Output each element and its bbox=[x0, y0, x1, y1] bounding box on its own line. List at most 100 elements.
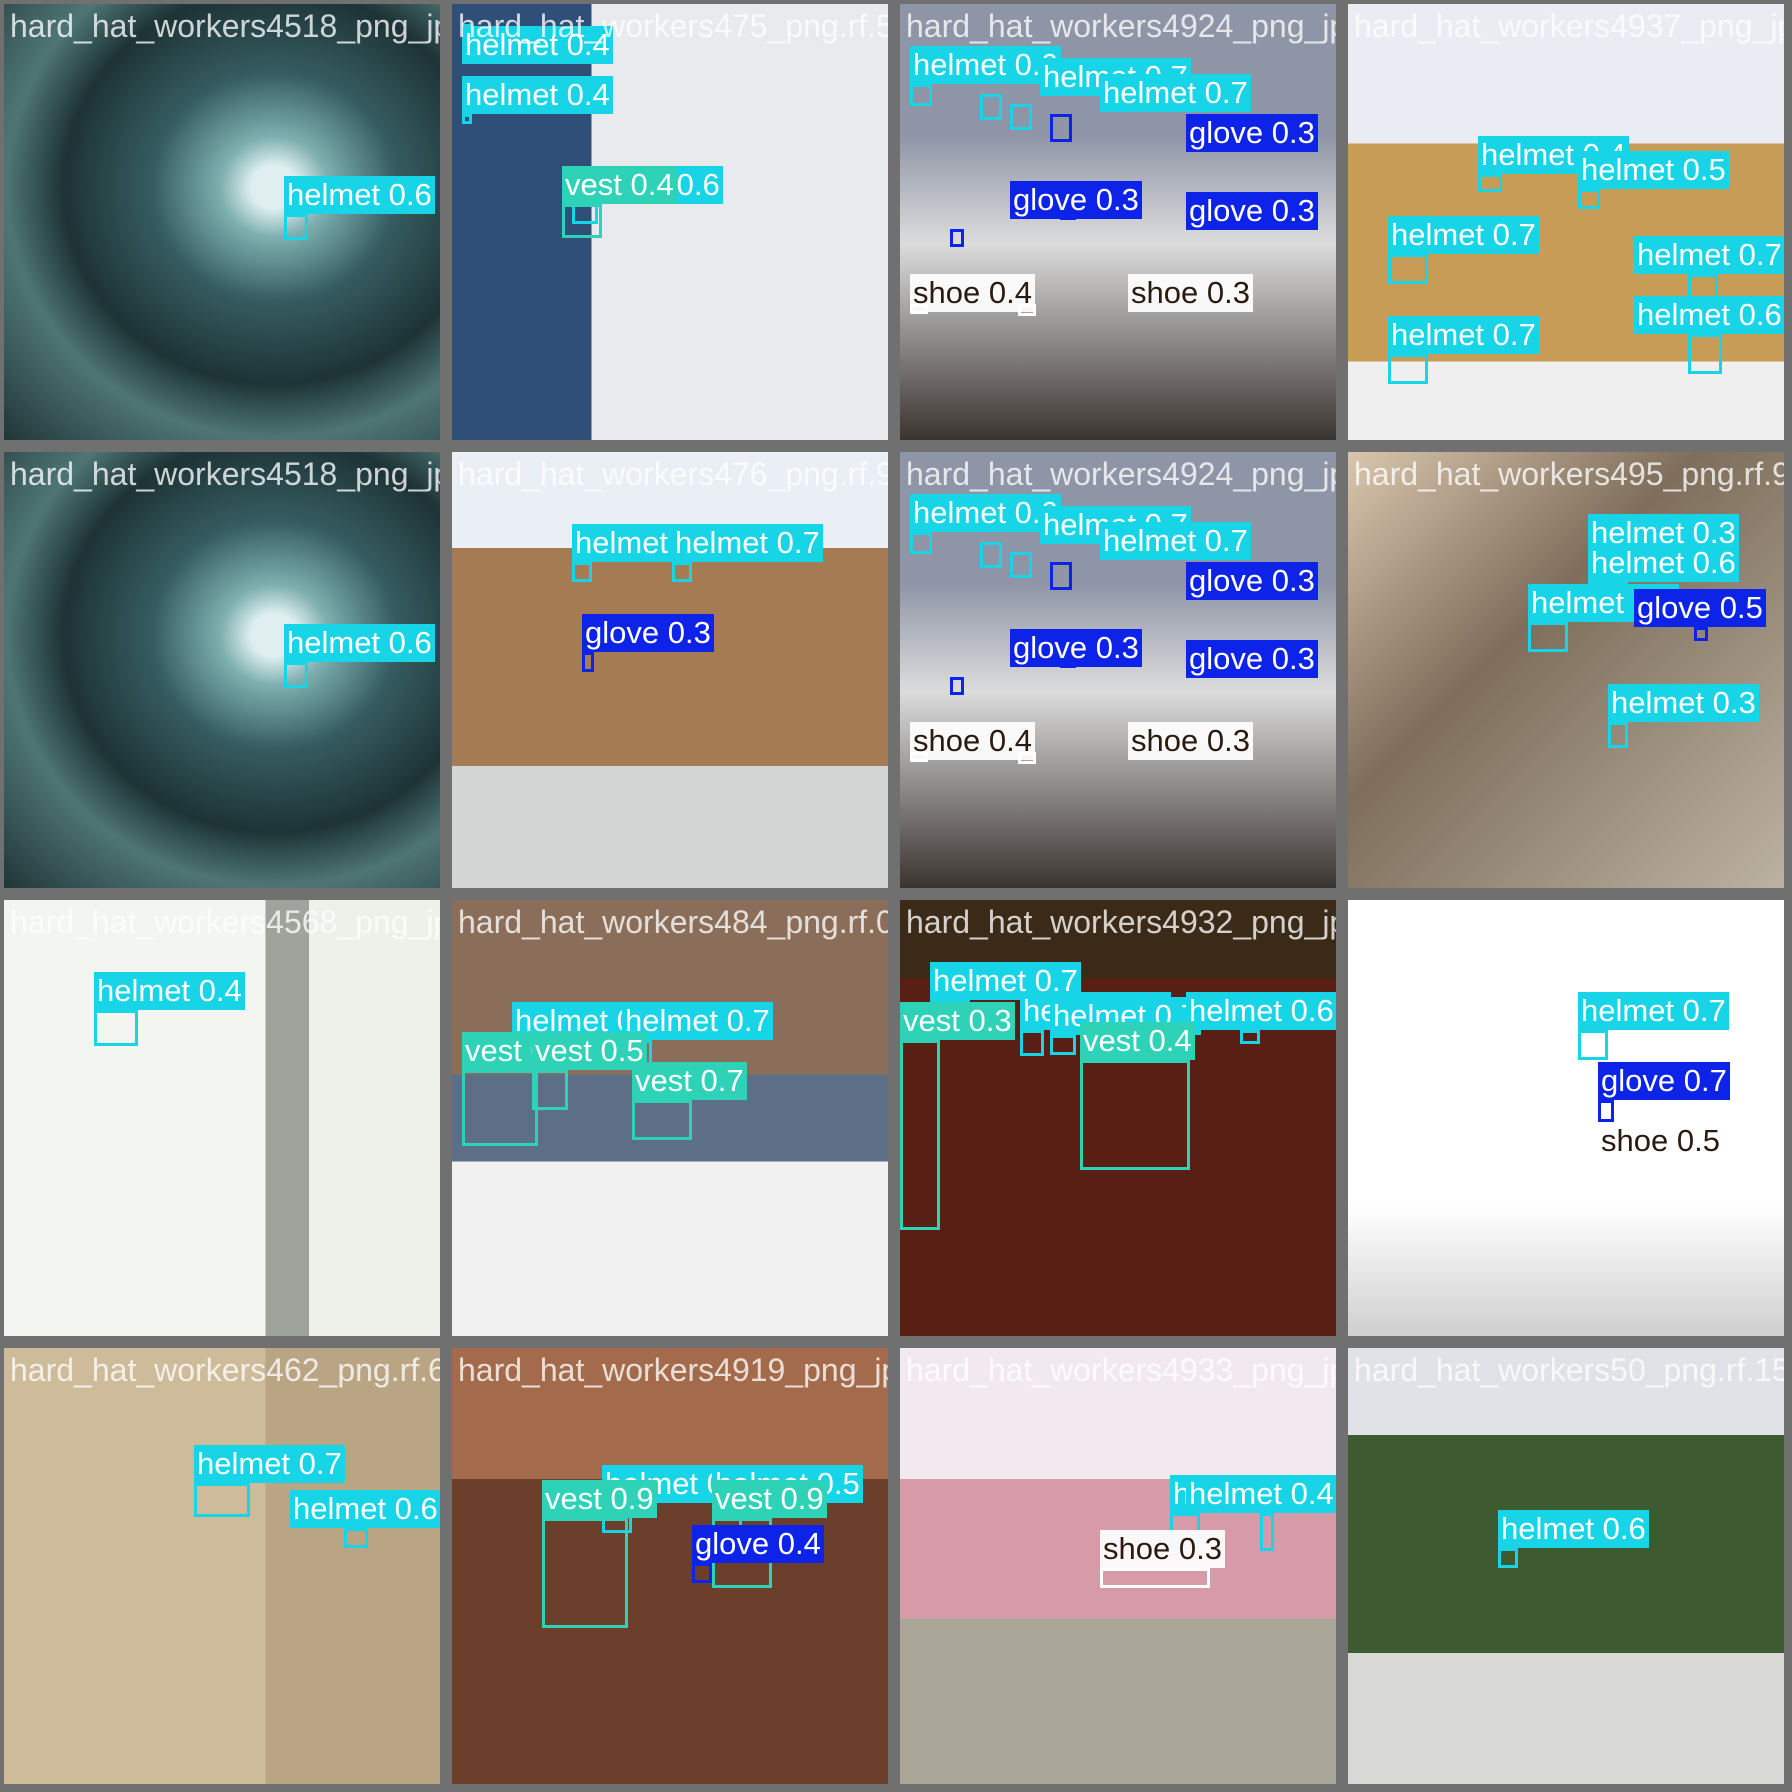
helmet-detection-label: helmet 0.6 bbox=[1498, 1510, 1649, 1548]
shoe-bounding-box bbox=[1598, 1160, 1628, 1180]
glove-detection-label: glove 0.4 bbox=[692, 1525, 824, 1563]
vest-detection-label: vest 0.9 bbox=[712, 1480, 827, 1518]
glove-detection-label: glove 0.3 bbox=[1010, 629, 1142, 667]
helmet-detection-label: helmet 0.7 bbox=[622, 1002, 773, 1040]
helmet-bounding-box bbox=[980, 94, 1002, 120]
vest-detection-label: vest 0.9 bbox=[542, 1480, 657, 1518]
helmet-detection-label: helmet 0.7 bbox=[1578, 992, 1729, 1030]
glove-bounding-box bbox=[950, 229, 964, 247]
shoe-detection-label: shoe 0.4 bbox=[910, 722, 1035, 760]
shoe-detection-label: shoe 0.5 bbox=[1598, 1122, 1723, 1160]
shoe-detection-label: shoe 0.3 bbox=[1100, 1530, 1225, 1568]
vest-bounding-box bbox=[562, 204, 602, 238]
helmet-bounding-box bbox=[1010, 104, 1032, 130]
helmet-detection-label: helmet 0.7 bbox=[1100, 522, 1251, 560]
vest-detection-label: vest 0.4 bbox=[1080, 1022, 1195, 1060]
helmet-detection-label: helmet 0.6 bbox=[284, 624, 435, 662]
helmet-bounding-box bbox=[672, 562, 692, 582]
helmet-detection-label: helmet 0.7 bbox=[1388, 316, 1539, 354]
glove-detection-label: glove 0.3 bbox=[582, 614, 714, 652]
glove-bounding-box bbox=[692, 1563, 712, 1583]
vest-detection-label: vest 0.4 bbox=[562, 166, 677, 204]
vest-bounding-box bbox=[462, 1070, 538, 1146]
vest-detection-label: vest 0.7 bbox=[632, 1062, 747, 1100]
vest-bounding-box bbox=[632, 1100, 692, 1140]
tile-photo bbox=[4, 452, 440, 888]
shoe-bounding-box bbox=[1018, 752, 1036, 764]
helmet-bounding-box bbox=[344, 1528, 368, 1548]
helmet-bounding-box bbox=[910, 532, 932, 554]
glove-detection-label: glove 0.5 bbox=[1634, 589, 1766, 627]
helmet-bounding-box bbox=[572, 562, 592, 582]
vest-bounding-box bbox=[1080, 1060, 1190, 1170]
helmet-bounding-box bbox=[1578, 189, 1600, 209]
helmet-detection-label: helmet 0.7 bbox=[194, 1445, 345, 1483]
helmet-detection-label: helmet 0.7 bbox=[1634, 236, 1784, 274]
helmet-bounding-box bbox=[980, 542, 1002, 568]
helmet-detection-label: helmet 0.6 bbox=[1634, 296, 1784, 334]
helmet-bounding-box bbox=[1608, 722, 1628, 748]
helmet-detection-label: helmet 0.6 bbox=[910, 46, 1061, 84]
tile-photo bbox=[452, 900, 888, 1336]
helmet-detection-label: helmet 0.7 bbox=[1388, 216, 1539, 254]
tile-photo bbox=[4, 4, 440, 440]
vest-detection-label: vest 0.5 bbox=[532, 1032, 647, 1070]
helmet-detection-label: helmet 0.6 bbox=[910, 494, 1061, 532]
helmet-bounding-box bbox=[194, 1483, 250, 1517]
helmet-bounding-box bbox=[1050, 1035, 1076, 1055]
shoe-bounding-box bbox=[1100, 1568, 1210, 1588]
vest-bounding-box bbox=[900, 1040, 940, 1230]
mosaic-tile: helmet 0.6hard_hat_workers4518_png_jpg.r… bbox=[4, 452, 440, 888]
tile-photo bbox=[1348, 1348, 1784, 1784]
shoe-bounding-box bbox=[1018, 304, 1036, 316]
glove-detection-label: glove 0.3 bbox=[1186, 640, 1318, 678]
glove-detection-label: glove 0.3 bbox=[1010, 181, 1142, 219]
vest-detection-label: vest 0.3 bbox=[900, 1002, 1015, 1040]
helmet-bounding-box bbox=[1388, 254, 1428, 284]
helmet-bounding-box bbox=[284, 214, 308, 240]
glove-detection-label: glove 0.3 bbox=[1186, 192, 1318, 230]
helmet-bounding-box bbox=[1020, 1030, 1044, 1056]
helmet-detection-label: helmet 0.4 bbox=[1186, 1475, 1336, 1513]
glove-bounding-box bbox=[950, 677, 964, 695]
glove-bounding-box bbox=[582, 652, 594, 672]
helmet-detection-label: helmet 0.5 bbox=[1578, 151, 1729, 189]
vest-bounding-box bbox=[532, 1070, 568, 1110]
glove-bounding-box bbox=[1050, 114, 1072, 142]
tile-photo bbox=[452, 1348, 888, 1784]
helmet-bounding-box bbox=[1010, 552, 1032, 578]
helmet-bounding-box bbox=[1240, 1030, 1260, 1044]
tile-photo bbox=[4, 1348, 440, 1784]
mosaic-tile: helmet 0.4hard_hat_workers4568_png_jpg.r… bbox=[4, 900, 440, 1336]
helmet-bounding-box bbox=[1578, 1030, 1608, 1060]
helmet-bounding-box bbox=[1688, 334, 1722, 374]
helmet-bounding-box bbox=[1260, 1513, 1274, 1551]
helmet-bounding-box bbox=[94, 1010, 138, 1046]
helmet-bounding-box bbox=[1388, 354, 1428, 384]
helmet-bounding-box bbox=[1498, 1548, 1518, 1568]
helmet-detection-label: helmet 0.3 bbox=[1608, 684, 1759, 722]
helmet-detection-label: helmet 0.6 bbox=[284, 176, 435, 214]
helmet-detection-label: helmet 0.6 bbox=[1588, 544, 1739, 582]
helmet-bounding-box bbox=[910, 84, 932, 106]
vest-bounding-box bbox=[542, 1518, 628, 1628]
tile-photo bbox=[1348, 900, 1784, 1336]
tile-photo bbox=[452, 452, 888, 888]
glove-detection-label: glove 0.3 bbox=[1186, 562, 1318, 600]
shoe-detection-label: shoe 0.3 bbox=[1128, 722, 1253, 760]
glove-detection-label: glove 0.3 bbox=[1186, 114, 1318, 152]
shoe-detection-label: shoe 0.3 bbox=[1128, 274, 1253, 312]
helmet-bounding-box bbox=[1478, 174, 1502, 192]
helmet-detection-label: helmet 0.4 bbox=[94, 972, 245, 1010]
